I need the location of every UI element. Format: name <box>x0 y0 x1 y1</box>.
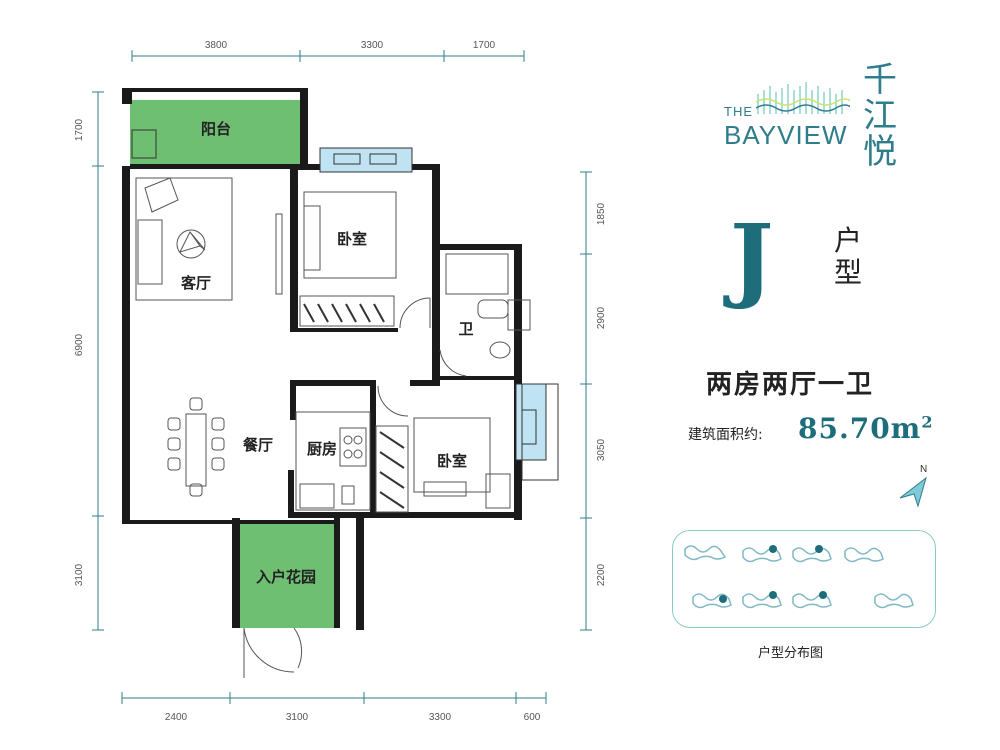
dim-right-2: 2900 <box>596 306 607 329</box>
dim-top-2: 3300 <box>361 40 384 51</box>
floor-plan: 3800 3300 1700 2400 3100 3300 600 1700 6… <box>74 40 607 723</box>
kitchen-counter <box>295 411 371 511</box>
balcony-area <box>130 100 306 166</box>
dim-left-1: 1700 <box>74 118 85 141</box>
left-dimension-line: 1700 6900 3100 <box>74 91 104 631</box>
unit-type-suffix: 户型 <box>833 224 862 289</box>
dim-top-3: 1700 <box>473 40 496 51</box>
bayview-wave-logo <box>756 82 850 114</box>
sofa-set <box>135 177 233 301</box>
room-label-second-bedroom: 卧室 <box>437 452 467 470</box>
room-label-garden: 入户花园 <box>256 568 316 586</box>
room-label-bathroom: 卫 <box>458 320 473 338</box>
area-number: 85.70m <box>798 412 922 445</box>
room-label-living: 客厅 <box>180 274 211 292</box>
top-dimension-line: 3800 3300 1700 <box>131 40 525 62</box>
master-bed <box>299 191 397 327</box>
room-label-balcony: 阳台 <box>201 120 231 138</box>
right-dimension-line: 1850 2900 3050 2200 <box>580 171 607 631</box>
dining-table <box>167 397 225 497</box>
unit-type-letter: J <box>730 204 774 312</box>
bathroom-fixtures <box>439 253 531 377</box>
dim-top-1: 3800 <box>205 40 228 51</box>
area-label: 建筑面积约: <box>688 427 763 443</box>
room-label-dining: 餐厅 <box>243 436 273 454</box>
dim-left-2: 6900 <box>74 333 85 356</box>
north-compass-icon: N <box>899 464 927 508</box>
bedroom2-window <box>515 383 547 461</box>
area-value: 85.70m2 <box>798 412 933 445</box>
dim-right-4: 2200 <box>596 563 607 586</box>
bottom-dimension-line: 2400 3100 3300 600 <box>121 692 547 723</box>
dim-bottom-1: 2400 <box>165 712 188 723</box>
brand-prefix: THE <box>724 104 753 119</box>
room-label-kitchen: 厨房 <box>307 440 337 458</box>
brand-chinese-name: 千江悦 <box>863 60 897 172</box>
room-label-master-bedroom: 卧室 <box>337 230 367 248</box>
dim-bottom-2: 3100 <box>286 712 309 723</box>
brand-name: BAYVIEW <box>724 120 848 150</box>
entrance-garden-area <box>240 524 334 628</box>
distribution-caption: 户型分布图 <box>758 646 824 661</box>
distribution-map-diagram <box>684 545 914 609</box>
second-bed <box>375 417 511 513</box>
compass-label: N <box>920 464 927 475</box>
dim-right-3: 3050 <box>596 438 607 461</box>
area-exponent: 2 <box>921 412 934 432</box>
master-bedroom-window <box>319 147 413 173</box>
distribution-map <box>672 530 936 628</box>
dim-left-3: 3100 <box>74 563 85 586</box>
layout-description: 两房两厅一卫 <box>706 370 875 400</box>
dim-right-1: 1850 <box>596 202 607 225</box>
dim-bottom-4: 600 <box>524 712 541 723</box>
dim-bottom-3: 3300 <box>429 712 452 723</box>
